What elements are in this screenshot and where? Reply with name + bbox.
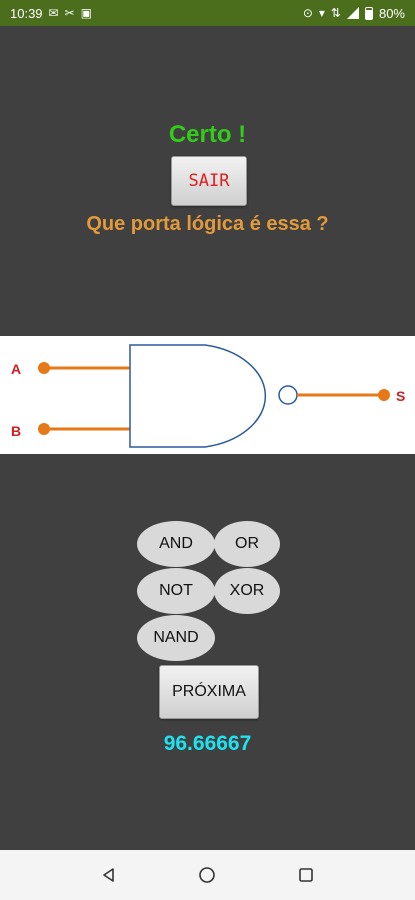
input-b-dot [38,423,50,435]
tools-icon: ✂ [64,6,75,20]
recents-button[interactable] [286,855,326,895]
vpn-key-icon: ⊙ [302,6,313,20]
score-text: 96.66667 [163,732,252,755]
next-button[interactable]: PRÓXIMA [159,665,259,719]
input-a-dot [38,362,50,374]
wifi-icon: ▾ [318,6,325,20]
inversion-bubble [278,385,298,405]
quiz-header: Certo ! SAIR Que porta lógica é essa ? [0,26,415,336]
option-not[interactable]: NOT [137,568,215,614]
battery-icon [364,6,373,20]
data-icon: ⇅ [330,6,341,20]
gate-image: A B S [0,336,415,454]
signal-icon [346,7,359,19]
gmail-icon: ✉ [48,6,59,20]
status-right: ⊙ ▾ ⇅ 80% [303,6,405,21]
exit-button[interactable]: SAIR [171,156,247,206]
option-or[interactable]: OR [214,521,280,567]
back-button[interactable] [89,855,129,895]
option-nand[interactable]: NAND [137,615,215,661]
gate-body [129,344,267,448]
clock: 10:39 [10,5,43,21]
screen-icon: ▣ [80,6,93,20]
status-bar: 10:39 ✉ ✂ ▣ ⊙ ▾ ⇅ 80% [0,0,415,26]
back-icon [103,868,114,882]
result-text: Certo ! [168,121,247,148]
label-s: S [396,388,405,404]
home-icon [199,867,216,883]
label-b: B [11,423,21,439]
battery-percent: 80% [378,5,405,21]
home-button[interactable] [187,855,227,895]
status-left: 10:39 ✉ ✂ ▣ [10,6,92,21]
answer-area: AND OR NOT XOR NAND PRÓXIMA 96.66667 [0,454,415,850]
question-text: Que porta lógica é essa ? [86,213,329,235]
output-dot [378,389,390,401]
option-xor[interactable]: XOR [214,568,280,614]
label-a: A [11,361,21,377]
nand-gate-diagram: A B S [11,344,405,448]
recents-icon [299,868,313,882]
option-and[interactable]: AND [137,521,215,567]
navigation-bar [0,850,415,900]
